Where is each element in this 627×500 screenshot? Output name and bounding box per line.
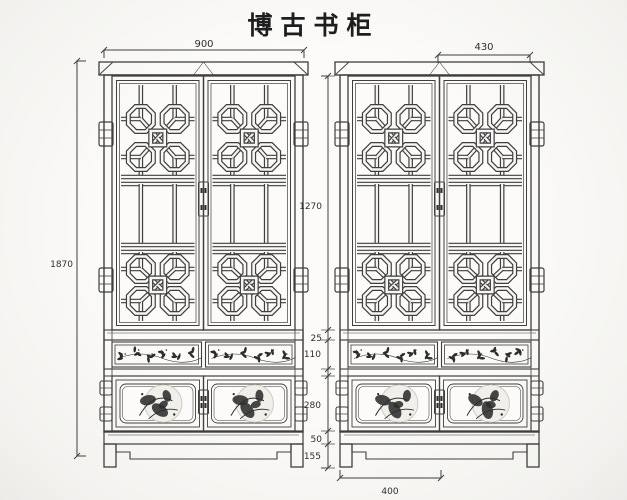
dim-door-width: 400	[381, 487, 398, 497]
dimension-labels: 900 430 1870 1270 25 110 280 50 155 400	[50, 39, 493, 497]
dim-base-rail-height: 50	[311, 435, 323, 445]
dim-drawer-height: 110	[304, 350, 321, 360]
dim-leg-height: 155	[304, 452, 321, 462]
dim-overall-height: 1870	[50, 260, 73, 270]
dim-lower-door-height: 280	[304, 401, 321, 411]
dim-side-depth: 430	[474, 42, 493, 53]
dim-shelf-board-height: 25	[311, 334, 322, 344]
dim-overall-width: 900	[194, 39, 213, 50]
cabinet-line-art	[73, 46, 545, 482]
drawing-title: 博古书柜	[247, 11, 380, 40]
dim-upper-door-height: 1270	[299, 202, 322, 212]
